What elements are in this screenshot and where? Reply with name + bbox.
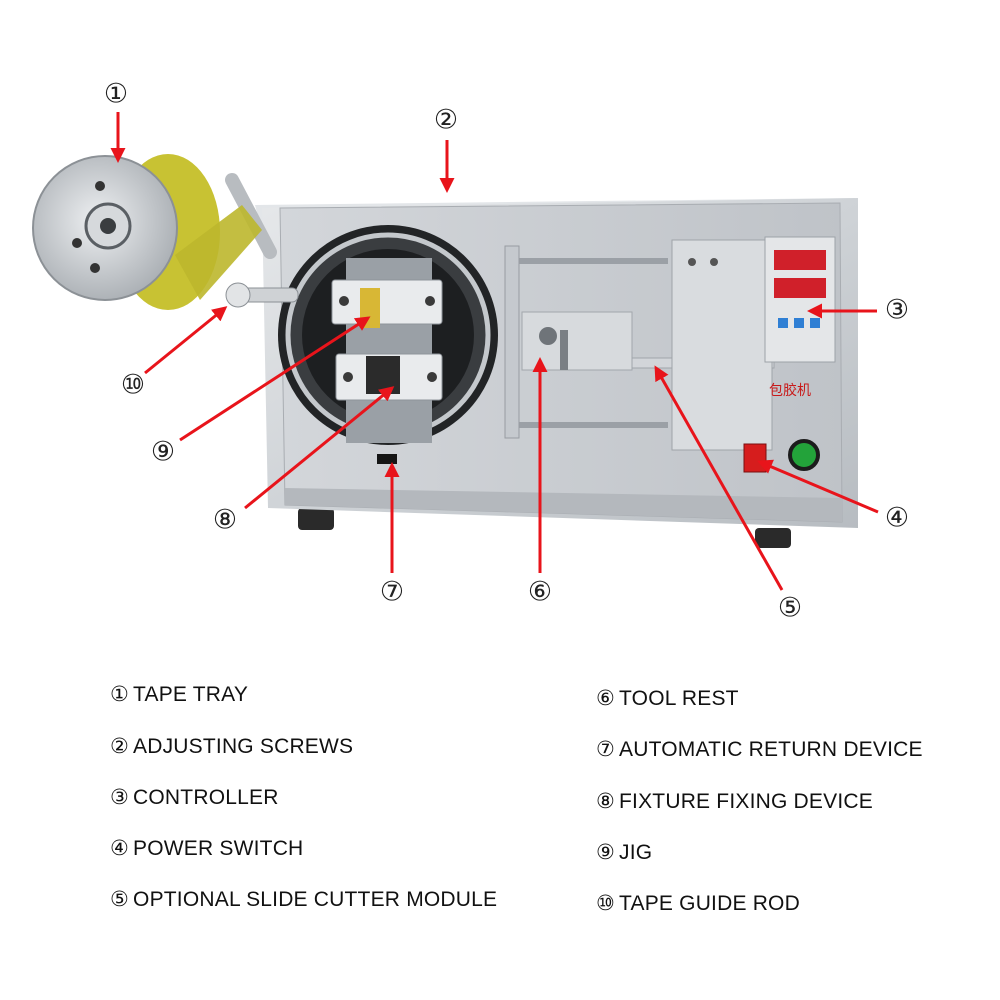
slide-rail-top <box>508 258 668 264</box>
callout-arrows <box>110 112 879 591</box>
power-switch <box>743 443 767 473</box>
start-button <box>788 439 820 471</box>
legend-symbol: ⑨ <box>596 840 616 864</box>
tool-rest-post <box>560 330 568 370</box>
controller-button-1 <box>778 318 788 328</box>
legend-label: AUTOMATIC RETURN DEVICE <box>619 738 923 761</box>
arrow-10 <box>144 306 228 375</box>
controller-display-top <box>774 250 826 270</box>
arrow-5 <box>654 365 784 591</box>
machine-base-strip <box>285 488 842 522</box>
screw-jig-right <box>425 296 435 306</box>
auto-return-slot <box>377 454 397 464</box>
adjusting-lever <box>225 173 277 259</box>
legend-label: TOOL REST <box>619 687 739 710</box>
reel-bolt-2 <box>72 238 82 248</box>
callout-5: ⑤ <box>778 593 802 624</box>
cover-screw-1 <box>688 258 696 266</box>
fixture-clamp <box>366 356 400 394</box>
machine-foot-right <box>755 528 791 548</box>
legend-symbol: ⑩ <box>596 891 616 915</box>
controller-button-2 <box>794 318 804 328</box>
machine-foot-left <box>298 508 334 530</box>
arrow-9 <box>179 316 371 442</box>
legend-label: CONTROLLER <box>133 786 279 809</box>
machine-label: 包胶机 <box>769 382 811 399</box>
arrow-4 <box>757 459 879 514</box>
legend-symbol: ⑤ <box>110 887 130 911</box>
callout-8: ⑧ <box>213 505 237 536</box>
slide-cutter-cover <box>671 239 773 451</box>
arrow-8 <box>244 386 395 510</box>
reel-bolt-3 <box>90 263 100 273</box>
tape-guide-rod-end <box>225 282 251 308</box>
screw-jig-left <box>339 296 349 306</box>
machine-photo: 包胶机 <box>32 154 858 548</box>
slide-rail-bottom <box>508 422 668 428</box>
callout-2: ② <box>434 105 458 136</box>
legend-symbol: ④ <box>110 836 130 860</box>
legend-symbol: ③ <box>110 785 130 809</box>
legend-symbol: ⑥ <box>596 686 616 710</box>
legend-symbol: ② <box>110 734 130 758</box>
controller-display-bottom <box>774 278 826 298</box>
callout-6: ⑥ <box>528 577 552 608</box>
controller-button-3 <box>810 318 820 328</box>
tool-rest-knob <box>539 327 557 345</box>
reel-bolt-1 <box>95 181 105 191</box>
callout-7: ⑦ <box>380 577 404 608</box>
cover-screw-2 <box>710 258 718 266</box>
legend-symbol: ⑦ <box>596 737 616 761</box>
legend-label: TAPE GUIDE ROD <box>619 892 800 915</box>
legend-symbol: ⑧ <box>596 789 616 813</box>
legend-symbol: ① <box>110 682 130 706</box>
callout-1: ① <box>104 79 128 110</box>
screw-fixture-left <box>343 372 353 382</box>
tape-tray-axle <box>100 218 116 234</box>
legend-label: JIG <box>619 841 653 864</box>
slide-rail-bracket-left <box>504 245 520 439</box>
callout-10: ⑩ <box>121 370 145 401</box>
callout-numbers: ① ② ③ ④ ⑤ ⑥ ⑦ ⑧ ⑨ ⑩ <box>104 79 909 624</box>
screw-fixture-right <box>427 372 437 382</box>
callout-9: ⑨ <box>151 437 175 468</box>
legend-label: ADJUSTING SCREWS <box>133 735 354 758</box>
legend-label: TAPE TRAY <box>133 683 249 706</box>
callout-3: ③ <box>885 295 909 326</box>
legend-label: POWER SWITCH <box>133 837 304 860</box>
legend-label: FIXTURE FIXING DEVICE <box>619 790 873 813</box>
tape-strip <box>175 205 262 300</box>
jig-block-upper <box>331 279 443 325</box>
callout-4: ④ <box>885 503 909 534</box>
legend-label: OPTIONAL SLIDE CUTTER MODULE <box>133 888 498 911</box>
